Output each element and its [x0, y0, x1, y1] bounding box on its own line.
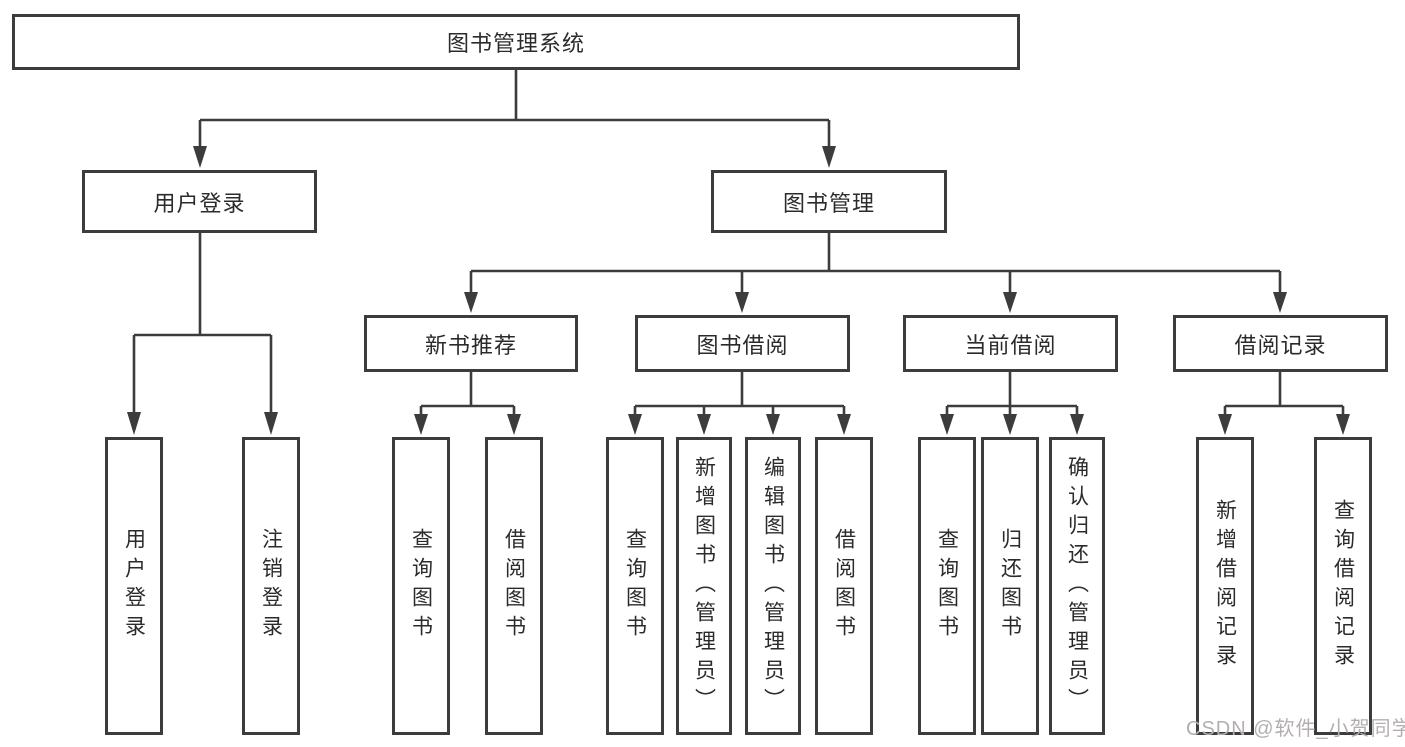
leaf-borrowing-borrow-book: 借阅图书: [815, 437, 873, 735]
leaf-confirm-return-admin: 确认归还（管理员）: [1049, 437, 1105, 735]
leaf-edit-book-admin: 编辑图书（管理员）: [745, 437, 801, 735]
node-borrowing-records-label: 借阅记录: [1234, 332, 1327, 358]
node-root: 图书管理系统: [12, 14, 1020, 70]
leaf-borrowing-query-book-label: 查询图书: [623, 528, 647, 644]
leaf-add-book-admin-label: 新增图书（管理员）: [692, 455, 716, 717]
watermark: CSDN @软件_小贺同学: [1186, 718, 1405, 740]
leaf-confirm-return-admin-label: 确认归还（管理员）: [1065, 455, 1089, 717]
node-book-borrowing-label: 图书借阅: [696, 332, 789, 358]
node-current-borrowing-label: 当前借阅: [964, 332, 1057, 358]
node-book-management-label: 图书管理: [782, 190, 875, 216]
leaf-current-query-book: 查询图书: [918, 437, 976, 735]
node-user-login-label: 用户登录: [153, 190, 246, 216]
leaf-user-login: 用户登录: [105, 437, 163, 735]
leaf-borrowing-borrow-book-label: 借阅图书: [832, 528, 856, 644]
leaf-recommend-borrow-book: 借阅图书: [485, 437, 543, 735]
leaf-recommend-query-book: 查询图书: [392, 437, 450, 735]
node-book-borrowing: 图书借阅: [635, 315, 850, 372]
leaf-add-borrow-record: 新增借阅记录: [1196, 437, 1254, 735]
node-new-book-recommend: 新书推荐: [364, 315, 578, 372]
leaf-recommend-query-book-label: 查询图书: [409, 528, 433, 644]
leaf-edit-book-admin-label: 编辑图书（管理员）: [761, 455, 785, 717]
leaf-query-borrow-record: 查询借阅记录: [1314, 437, 1372, 735]
node-current-borrowing: 当前借阅: [903, 315, 1118, 372]
leaf-user-login-label: 用户登录: [122, 528, 146, 644]
node-root-label: 图书管理系统: [446, 31, 585, 56]
leaf-add-borrow-record-label: 新增借阅记录: [1213, 499, 1237, 673]
leaf-add-book-admin: 新增图书（管理员）: [676, 437, 732, 735]
leaf-borrowing-query-book: 查询图书: [606, 437, 664, 735]
node-user-login: 用户登录: [82, 170, 317, 233]
leaf-query-borrow-record-label: 查询借阅记录: [1331, 499, 1355, 673]
leaf-logout-login-label: 注销登录: [259, 528, 283, 644]
node-borrowing-records: 借阅记录: [1173, 315, 1388, 372]
node-book-management: 图书管理: [711, 170, 947, 233]
leaf-logout-login: 注销登录: [242, 437, 300, 735]
leaf-return-book: 归还图书: [981, 437, 1039, 735]
leaf-recommend-borrow-book-label: 借阅图书: [502, 528, 526, 644]
leaf-current-query-book-label: 查询图书: [935, 528, 959, 644]
leaf-return-book-label: 归还图书: [998, 528, 1022, 644]
node-new-book-recommend-label: 新书推荐: [424, 332, 517, 358]
